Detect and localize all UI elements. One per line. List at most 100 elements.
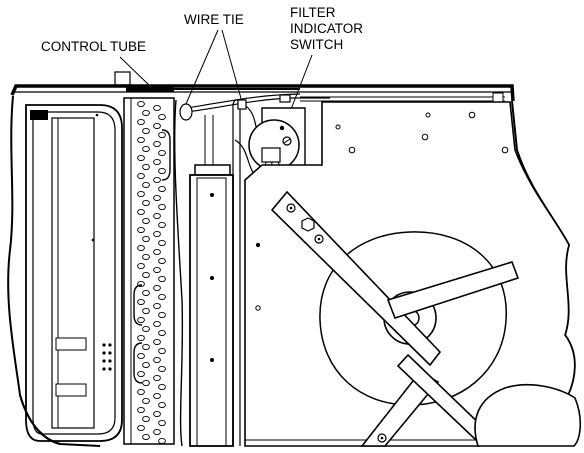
coil-tube-end (153, 248, 161, 256)
coil-tube-end (137, 316, 145, 324)
coil-return-bends (133, 129, 171, 384)
coil-tube-end (142, 307, 150, 315)
filter-latch-2 (55, 383, 87, 397)
divider-curve (174, 99, 184, 447)
coil-tube-end (158, 221, 166, 229)
wire-tie-right (237, 99, 247, 110)
label-control-tube: CONTROL TUBE (41, 39, 146, 54)
coil-tube-end (158, 203, 166, 211)
switch-terminal-block (261, 147, 281, 163)
coil-tube-end (142, 343, 150, 351)
coil-tube-end (158, 293, 166, 301)
filter-fasteners (91, 113, 112, 371)
coil-tube-end (158, 257, 166, 265)
coil-tube-end (153, 194, 161, 202)
arm-bolt-hex (301, 217, 315, 232)
coil-tube-end (153, 212, 161, 220)
label-filter-line-3: SWITCH (290, 37, 343, 52)
filter-panel (51, 117, 95, 429)
switch-tab (279, 125, 285, 131)
coil-tube-end (158, 437, 166, 445)
coil-tube-end (158, 419, 166, 427)
coil-tube-end (158, 329, 166, 337)
coil-tube-end (158, 113, 166, 121)
filter-frame-inner (32, 111, 116, 435)
filter-frame-outer (25, 104, 123, 442)
coil-tube-end (158, 131, 166, 139)
heater-inner (196, 177, 227, 447)
coil-tube-end (153, 338, 161, 346)
coil-tube-end (137, 136, 145, 144)
mounting-tab (114, 71, 131, 86)
coil-tube-end (142, 325, 150, 333)
leader-wire-tie-2 (221, 29, 243, 103)
filter-frame (25, 104, 123, 442)
cabinet-lower-edge (19, 394, 61, 445)
filter-indicator-switch (248, 107, 306, 183)
coil-tube-end (137, 118, 145, 126)
coil-tube-end (142, 217, 150, 225)
coil-tube-end (142, 289, 150, 297)
coil-tube-end (137, 154, 145, 162)
coil-tube-end (153, 266, 161, 274)
coil-tube-end (137, 262, 145, 270)
label-filter-line-2: INDICATOR (290, 21, 363, 36)
coil-tube-end (142, 415, 150, 423)
coil-tube-end (142, 163, 150, 171)
coil-tube-end (153, 284, 161, 292)
filter-latch-1 (55, 337, 87, 351)
coil-tube-end (137, 298, 145, 306)
coil-tube-end (153, 158, 161, 166)
heater-body (189, 174, 234, 447)
coil-tube-end (153, 176, 161, 184)
filter-seal-block (30, 110, 48, 120)
coil-tube-end (142, 397, 150, 405)
heater-column (189, 164, 234, 447)
coil-tube-end (137, 226, 145, 234)
housing-top-edge (10, 84, 515, 102)
top-housing (10, 71, 515, 104)
coil-tube-end (153, 122, 161, 130)
coil-tube-end (153, 356, 161, 364)
coil-tube-end (137, 370, 145, 378)
coil-tube-end (137, 352, 145, 360)
coil-tube-end (158, 347, 166, 355)
support-arm-lower (360, 370, 440, 447)
leader-control-tube (119, 56, 151, 87)
wire-tie-left (179, 103, 193, 121)
coil-tube-end (137, 406, 145, 414)
heater-screw-3 (210, 358, 214, 362)
coil-tube-end (158, 185, 166, 193)
coil-tube-end (153, 230, 161, 238)
coil-tube-end (137, 190, 145, 198)
support-arm-upper (270, 190, 442, 367)
coil-tube-end (142, 127, 150, 135)
coil-tube-end (158, 401, 166, 409)
coil-tube-ends (137, 100, 166, 445)
heater-cap (194, 164, 231, 176)
callout-labels: CONTROL TUBE WIRE TIE FILTER INDICATOR S… (41, 5, 363, 54)
coil-tube-end (153, 374, 161, 382)
motor-housing (474, 384, 582, 447)
coil-tube-end (153, 104, 161, 112)
coil-tube-end (158, 149, 166, 157)
leader-wire-tie-1 (185, 29, 219, 105)
coil-tube-end (137, 424, 145, 432)
coil-tube-end (142, 253, 150, 261)
coil-tube-end (137, 244, 145, 252)
label-wire-tie: WIRE TIE (184, 12, 244, 27)
coil-tube-end (142, 109, 150, 117)
coil-tube-end (158, 239, 166, 247)
coil-tube-end (137, 280, 145, 288)
coil-tube-end (142, 361, 150, 369)
coil-tube-end (137, 172, 145, 180)
switch-screw (282, 136, 292, 146)
label-filter-line-1: FILTER (290, 5, 336, 20)
coil-tube-end (142, 271, 150, 279)
heater-screw-2 (210, 276, 214, 280)
coil-tube-end (158, 167, 166, 175)
coil-tube-end (153, 410, 161, 418)
heater-screw-1 (210, 193, 214, 197)
coil-tube-end (142, 181, 150, 189)
